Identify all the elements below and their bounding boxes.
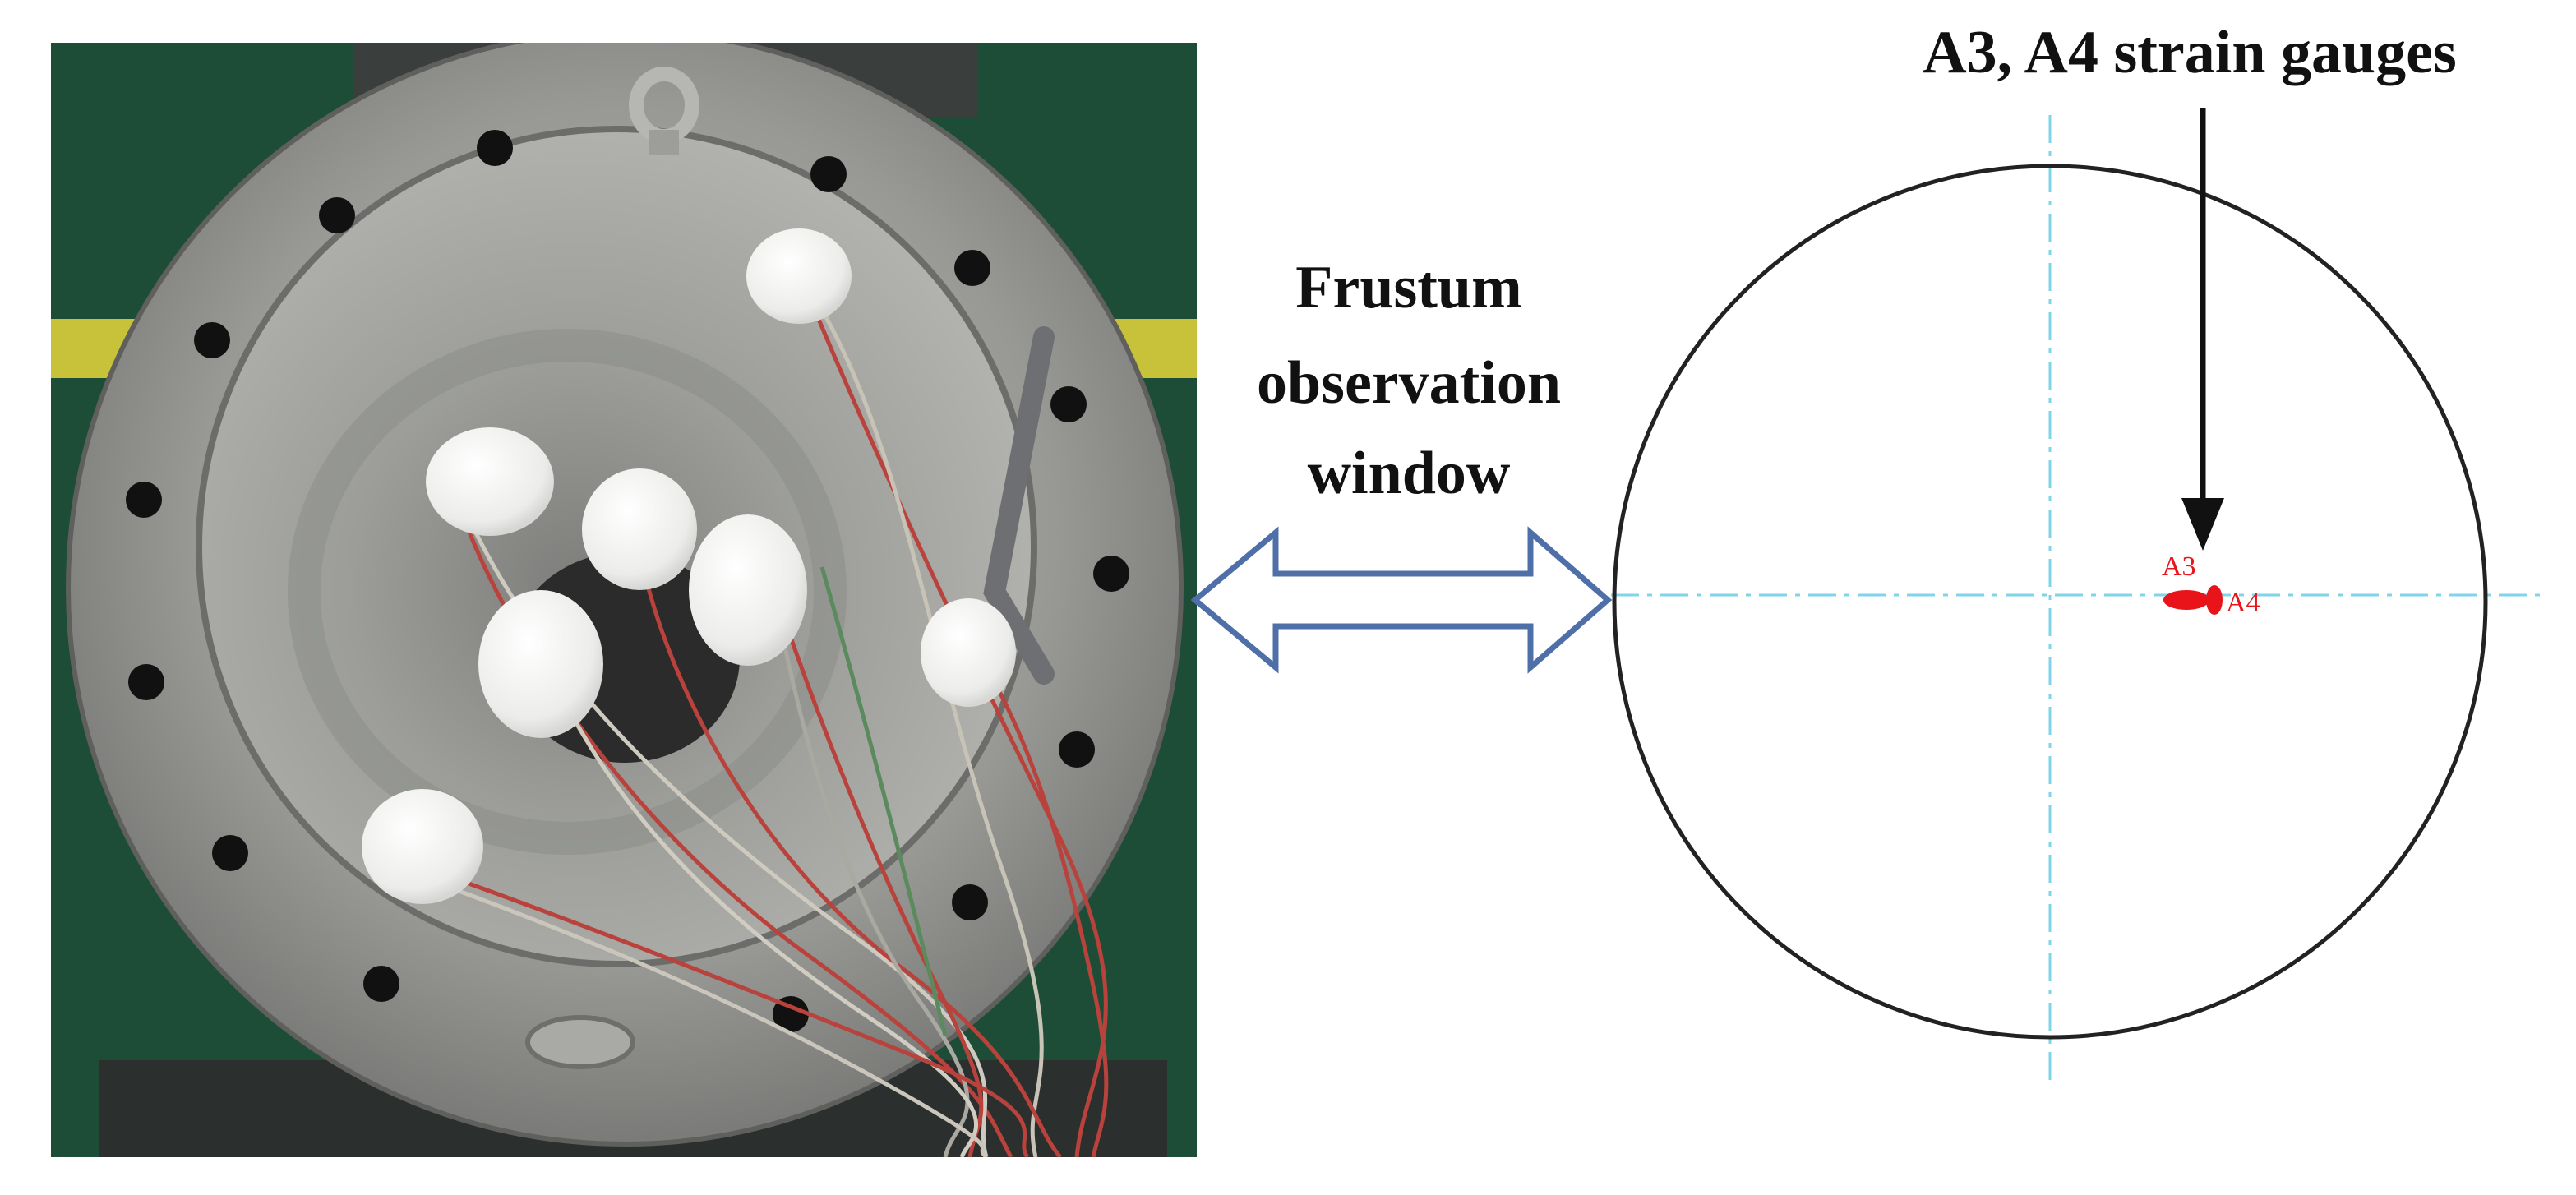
flange-bolt-icon [1059,731,1095,768]
flange-bolt-icon [810,156,847,192]
window-outline-circle [1612,164,2488,1040]
lead-wire-icon [819,566,948,1036]
lifting-eye-top [629,67,699,155]
flange-bolt-icon [194,322,230,358]
flange-bolt-icon [1093,556,1129,592]
lead-wire-icon [762,542,970,1157]
double-arrow-icon [1190,526,1613,674]
pointer-arrow-head-icon [2181,498,2224,551]
window-label: Frustum observation window [1257,254,1561,507]
flange-bolt-icon [126,482,162,518]
flange-bolt-icon [477,130,513,166]
gauge-a4-marker [2206,585,2223,615]
lead-wire-icon [639,558,1062,1157]
gauge-schematic: A3, A4 strain gauges A3 A4 [1611,19,2540,1085]
lifting-eye-icon [525,1015,635,1069]
frustum-photo [51,43,1197,1157]
gauge-a3-label: A3 [2162,551,2196,582]
flange-bolt-icon [952,884,988,920]
window-label-line3: window [1308,440,1511,507]
gauze-patch-icon [746,228,852,324]
lead-wire-icon [556,689,979,1157]
flange-bolt-icon [1050,386,1087,422]
flange-bolt-icon [954,250,990,286]
gauze-patch-icon [426,427,554,536]
gauge-a4-label: A4 [2226,588,2260,618]
gauze-patch-icon [478,590,603,738]
lead-wire-icon [811,294,1044,1157]
gauze-patch-icon [689,514,807,666]
flange-bolt-icon [319,197,355,233]
gauze-patch-icon [582,468,697,590]
window-label-line2: observation [1257,349,1561,417]
flange-bolt-icon [128,664,164,700]
flange-bolts [126,130,1129,1032]
lead-wire-icon [967,639,1109,1157]
lifting-eye-bottom [525,1015,635,1069]
gauge-a3-marker [2163,590,2209,610]
gauze-patch-icon [362,789,483,904]
flange-bolt-icon [212,835,248,871]
gauze-patch-icon [921,598,1016,707]
probe-rod [983,326,1055,685]
lead-wire-icon [427,877,988,1157]
lead-wires [410,287,1109,1157]
lifting-eye-base [649,130,679,155]
window-label-line1: Frustum [1295,254,1521,321]
gauges-title: A3, A4 strain gauges [1923,19,2457,86]
lead-wire-icon [754,533,984,1157]
lead-wire-icon [803,287,1108,1157]
gauze-patches [362,228,1016,904]
lead-wire-icon [410,860,1030,1157]
flange-bolt-icon [363,966,399,1002]
